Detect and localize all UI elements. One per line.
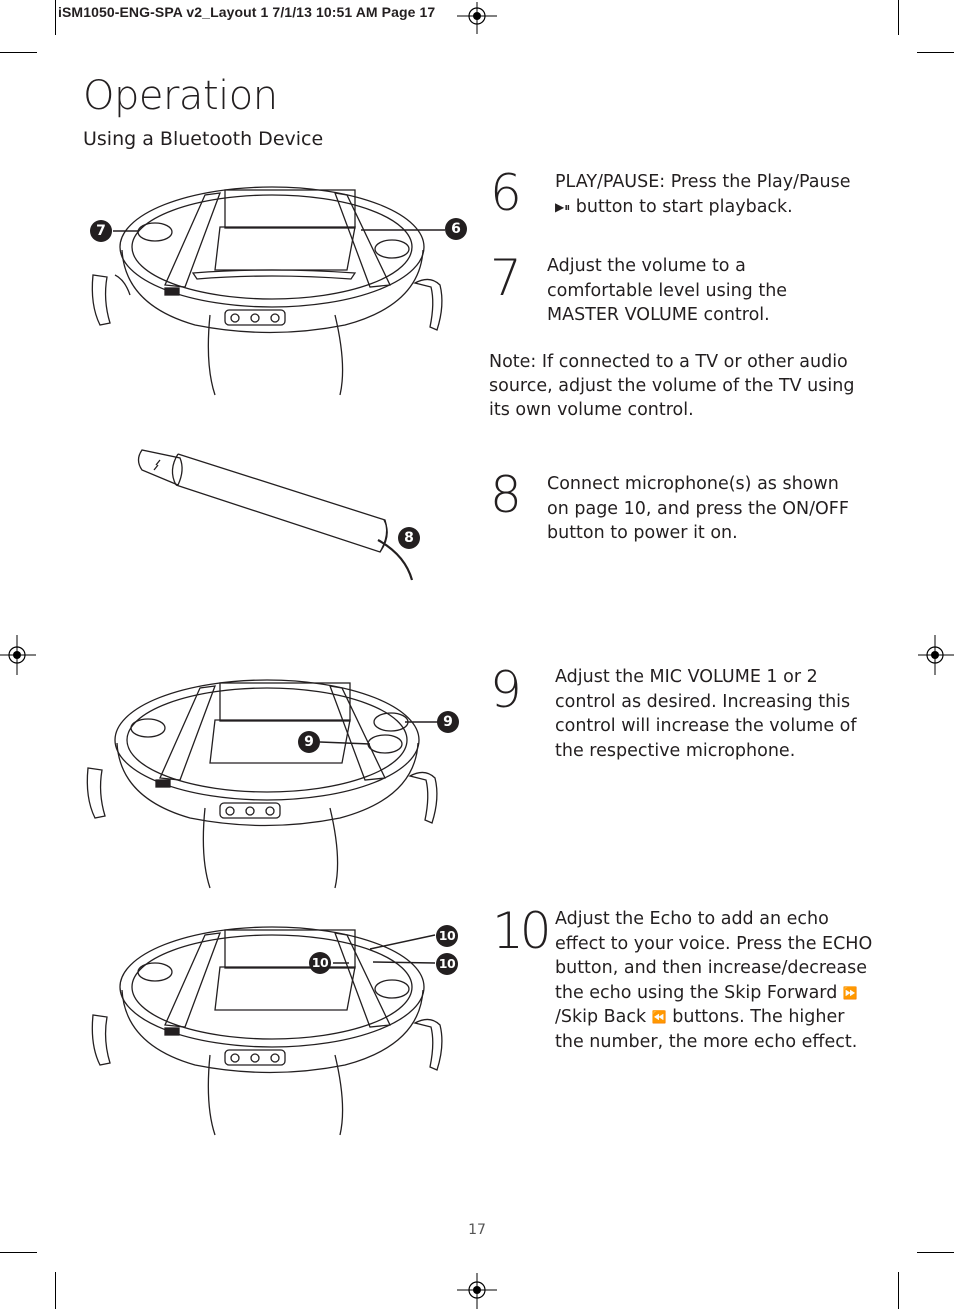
callout-10: 10 [436,925,458,947]
registration-mark-icon [457,2,497,34]
step-number-10: 10 [492,902,552,960]
crop-mark [917,52,954,53]
crop-mark [55,0,56,35]
skip-forward-icon: ⏩ [842,985,858,1000]
callout-9: 9 [437,711,459,733]
registration-mark-icon [457,1273,497,1309]
crop-mark [55,1272,56,1309]
speaker-top-illustration [91,186,445,396]
callout-10: 10 [436,953,458,975]
step-7-text: Adjust the volume to a comfortable level… [547,256,788,325]
step-number-9: 9 [490,661,522,719]
print-slug: iSM1050-ENG-SPA v2_Layout 1 7/1/13 10:51… [58,4,436,20]
page-number: 17 [468,1222,486,1238]
speaker-top-illustration-echo [91,926,443,1136]
play-pause-icon: ▶⏸ [555,199,571,214]
callout-8: 8 [398,527,420,549]
step-10-text-start: Adjust the Echo to add an echo effect to… [555,909,873,1003]
callout-10: 10 [309,952,331,974]
skip-back-icon: ⏪ [651,1010,667,1024]
step-9-text: Adjust the MIC VOLUME 1 or 2 control as … [555,667,857,761]
crop-mark [0,52,37,53]
crop-mark [917,1252,954,1253]
step-number-7: 7 [490,249,522,307]
step-10-text: Adjust the Echo to add an echo effect to… [555,907,875,1054]
step-6-text: PLAY/PAUSE: Press the Play/Pause ▶⏸ butt… [555,170,875,219]
callout-6: 6 [445,218,467,240]
step-8-text: Connect microphone(s) as shown on page 1… [547,474,849,543]
crop-mark [0,1252,37,1253]
registration-mark-icon [0,635,36,675]
step-6-text-start: PLAY/PAUSE: Press the Play/Pause [555,172,851,192]
page-title: Operation [83,73,278,119]
step-number-6: 6 [490,164,522,222]
step-10-text-mid: /Skip Back [555,1007,652,1027]
step-number-8: 8 [490,466,522,524]
crop-mark [898,1272,899,1309]
registration-mark-icon [918,635,954,675]
note: Note: If connected to a TV or other audi… [489,350,869,422]
microphone-illustration [137,449,414,581]
callout-9: 9 [298,731,320,753]
section-subtitle: Using a Bluetooth Device [83,128,324,150]
step-6-text-end: button to start playback. [570,196,793,217]
callout-7: 7 [90,220,112,242]
speaker-top-illustration-mic-volume [86,679,438,889]
note-label: Note: [489,352,537,372]
step-10-text-end: buttons. The higher the number, the more… [555,1007,858,1052]
note-text: If connected to a TV or other audio sour… [489,352,855,420]
crop-mark [898,0,899,35]
